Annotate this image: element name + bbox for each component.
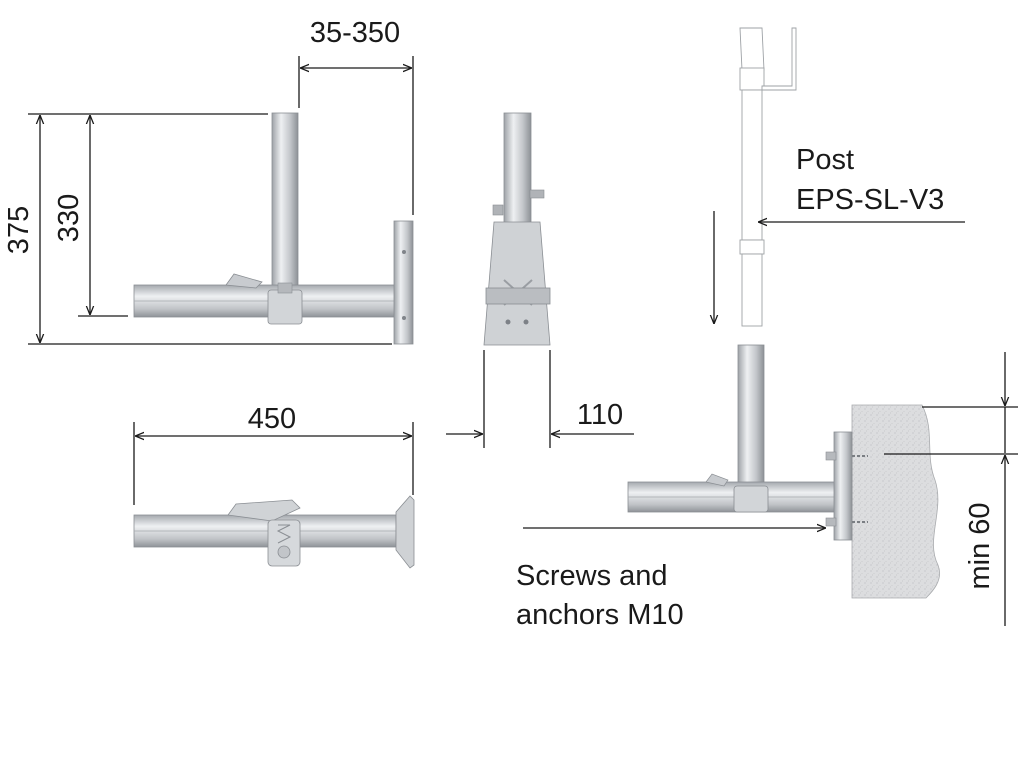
post-label-line1: Post (796, 144, 854, 176)
min-embed-label: min 60 (964, 502, 996, 589)
post-outline-drawing (739, 27, 797, 327)
screws-label-line1: Screws and (516, 560, 668, 592)
top-view: 450 (133, 403, 415, 569)
post-height-label: 330 (53, 194, 85, 242)
dimension-post-height: 330 (53, 115, 128, 317)
dimension-offset-range: 35-350 (298, 17, 414, 215)
post-label-line2: EPS-SL-V3 (796, 184, 944, 216)
arm-length-label: 450 (248, 403, 296, 435)
side-bracket-drawing (133, 112, 414, 345)
dimension-base-width: 110 (446, 350, 634, 448)
dimension-arm-length: 450 (133, 403, 414, 505)
front-view: 110 (446, 112, 634, 448)
dimension-total-height: 375 (3, 113, 392, 345)
top-bracket-drawing (133, 495, 415, 569)
mounted-bracket-drawing (627, 344, 868, 541)
mounting-view: Post EPS-SL-V3 Screws and anchors M10 (516, 27, 1018, 631)
total-height-label: 375 (3, 206, 35, 254)
side-elevation-view: 35-350 375 330 (3, 17, 414, 345)
dimension-min-embed: min 60 (884, 352, 1018, 626)
screws-label-line2: anchors M10 (516, 599, 684, 631)
concrete-wall (851, 404, 940, 599)
offset-range-label: 35-350 (310, 17, 400, 49)
base-width-label: 110 (577, 399, 623, 431)
front-bracket-drawing (483, 112, 551, 346)
